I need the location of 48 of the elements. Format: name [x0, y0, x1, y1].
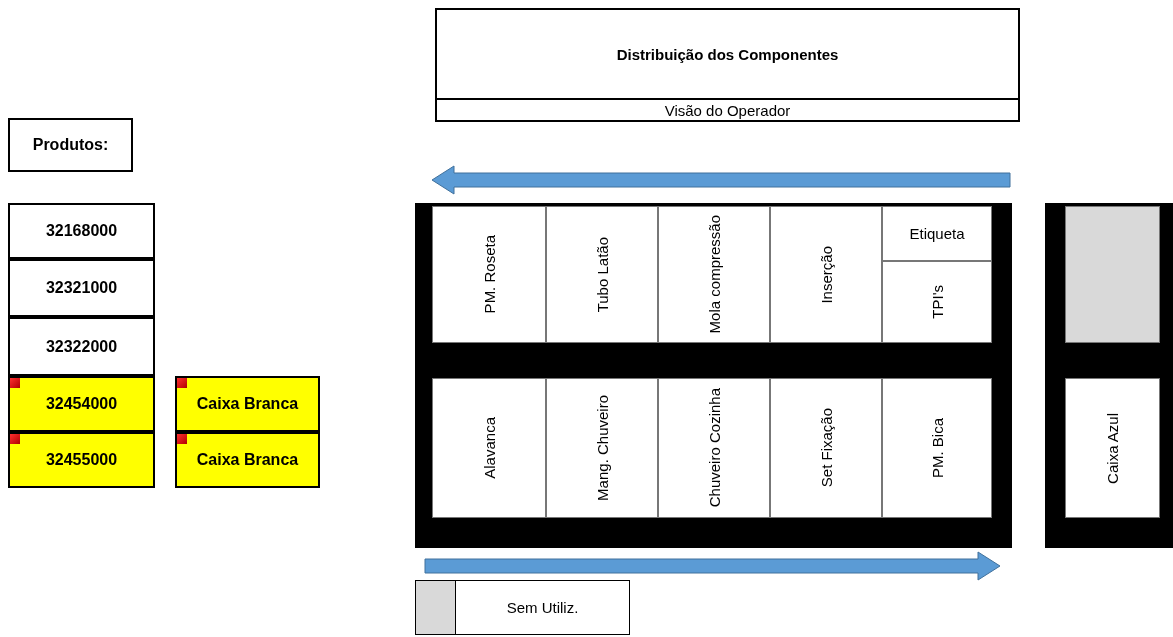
bin-label: Caixa Azul [1104, 412, 1121, 484]
bin-label: Set Fixação [817, 408, 835, 488]
bin-label: Mang. Chuveiro [593, 395, 611, 501]
view-label: Visão do Operador [437, 98, 1018, 120]
shelf-rack-frame [1045, 203, 1173, 548]
bin-label: PM. Roseta [480, 235, 498, 314]
shelf-rack-frame [415, 203, 1012, 548]
shelf-bin [770, 378, 882, 518]
bin-label: TPI's [928, 285, 946, 319]
product-code-box [8, 317, 155, 376]
product-code: 32322000 [45, 337, 118, 356]
bin-label: PM. Bica [928, 418, 946, 478]
heading-box [8, 118, 133, 172]
box-type-text: Caixa Branca [196, 395, 299, 413]
product-code-box [8, 259, 155, 317]
bin-label: Tubo Latão [593, 236, 611, 313]
shelf-bin [658, 206, 770, 343]
shelf-bin [546, 206, 658, 343]
box-type-text: Caixa Branca [196, 451, 299, 469]
shelf-bin [546, 378, 658, 518]
box-type-box [175, 432, 320, 488]
bin-label: Inserção [817, 245, 835, 304]
shelf-bin [882, 206, 992, 261]
shelf-bin [432, 378, 546, 518]
shelf-bin [1065, 378, 1160, 518]
shelf-bin [770, 206, 882, 343]
bin-label: Mola compressão [705, 215, 723, 334]
shelf-bin [432, 206, 546, 343]
product-code-box [8, 432, 155, 488]
heading-text: Distribuição dos Componentes [616, 44, 839, 65]
empty-bin [1065, 206, 1160, 343]
box-type-box [175, 376, 320, 432]
product-code: 32455000 [45, 451, 118, 469]
slot-label: Sem Utiliz. [506, 599, 579, 616]
unused-slot-box [415, 580, 630, 635]
heading-text: Produtos: [32, 136, 109, 154]
product-code: 32454000 [45, 395, 118, 413]
product-code: 32168000 [45, 222, 118, 240]
product-code: 32321000 [45, 279, 118, 297]
shelf-bin [658, 378, 770, 518]
bin-label: Chuveiro Cozinha [705, 388, 723, 508]
header-box [435, 8, 1020, 122]
product-code-box [8, 376, 155, 432]
shelf-bin [882, 261, 992, 343]
bin-label: Alavanca [480, 417, 498, 479]
shelf-bin [882, 378, 992, 518]
product-code-box [8, 203, 155, 259]
bin-label: Etiqueta [909, 225, 965, 242]
